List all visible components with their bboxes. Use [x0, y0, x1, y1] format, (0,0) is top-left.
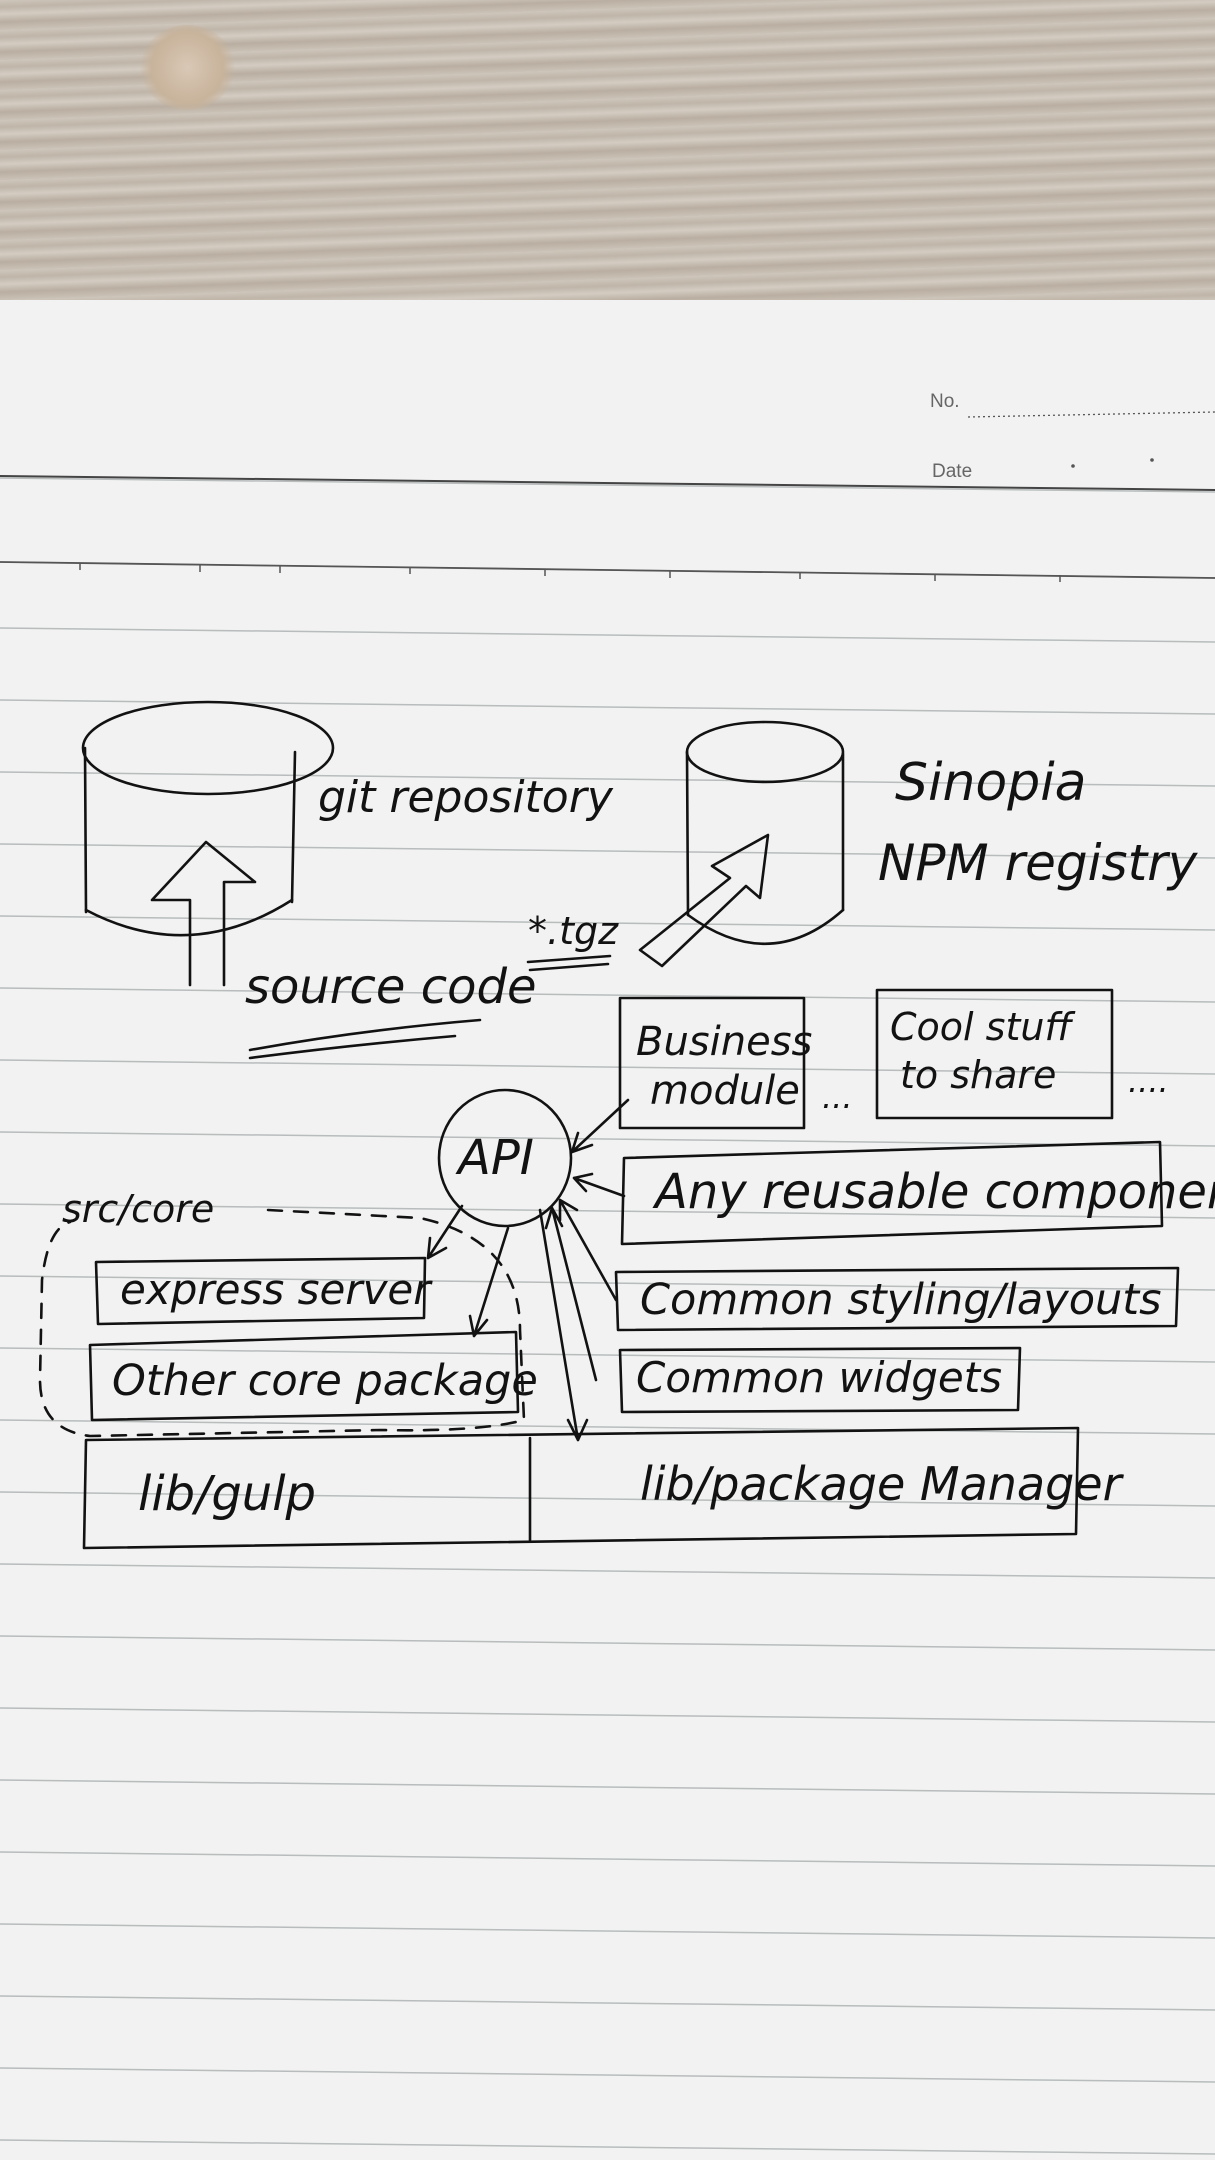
source-code-label: source code: [245, 959, 536, 1015]
wood-knot: [140, 25, 235, 110]
ellipsis-2: ....: [1128, 1062, 1169, 1100]
lib-gulp-label: lib/gulp: [138, 1466, 316, 1522]
date-label: Date: [932, 461, 972, 482]
no-dotted-line: [967, 411, 1215, 418]
arrow-widgets-to-api: [544, 1206, 598, 1382]
ruled-lines: [0, 477, 1215, 2155]
api-label: API: [455, 1130, 534, 1186]
cool-stuff-box: [875, 988, 1114, 1120]
lib-box: [82, 1426, 1080, 1550]
common-styling-box: [614, 1266, 1180, 1332]
sinopia-label: Sinopia: [895, 753, 1087, 813]
business-module-box: [618, 996, 806, 1130]
express-server-box: [94, 1256, 427, 1326]
tick-marks: [79, 563, 1061, 582]
header-divider: [0, 475, 1215, 491]
tgz-label: *.tgz: [528, 909, 619, 953]
tgz-underline: [526, 954, 612, 964]
common-widgets-box: [618, 1346, 1022, 1414]
no-label: No.: [930, 391, 960, 412]
source-code-underline: [248, 1018, 482, 1052]
express-server-label: express server: [120, 1265, 433, 1314]
business-label-line1: Business: [636, 1019, 812, 1065]
arrow-styling-to-api: [558, 1198, 618, 1302]
lib-package-manager-label: lib/package Manager: [640, 1457, 1125, 1511]
other-core-package-box: [88, 1330, 520, 1422]
up-arrow-icon: [150, 840, 257, 987]
arrow-api-to-express: [426, 1204, 464, 1260]
diagonal-arrow-icon: [638, 833, 770, 968]
arrow-any-to-api: [572, 1172, 626, 1198]
any-reusable-components-label: Any reusable components: [652, 1164, 1215, 1220]
npm-registry-label: NPM registry: [878, 834, 1199, 892]
common-widgets-label: Common widgets: [636, 1353, 1002, 1402]
any-reusable-components-box: [620, 1140, 1164, 1246]
ellipsis-1: ...: [822, 1078, 853, 1116]
src-core-dashed-boundary: [38, 1208, 526, 1438]
arrow-business-to-api: [570, 1098, 630, 1154]
other-core-package-label: Other core package: [112, 1356, 538, 1406]
cool-stuff-label-line2: to share: [900, 1053, 1056, 1097]
git-repository-cylinder: [81, 700, 335, 937]
arrow-api-to-other-core: [468, 1226, 510, 1338]
arrow-api-to-lib: [538, 1208, 589, 1442]
business-label-line2: module: [650, 1068, 800, 1114]
cool-stuff-label-line1: Cool stuff: [890, 1005, 1075, 1049]
git-repository-label: git repository: [318, 772, 614, 823]
common-styling-label: Common styling/layouts: [640, 1275, 1162, 1325]
api-circle: [437, 1088, 573, 1228]
top-divider: [0, 561, 1215, 579]
sinopia-registry-cylinder: [685, 720, 845, 946]
src-core-label: src/core: [62, 1187, 214, 1231]
